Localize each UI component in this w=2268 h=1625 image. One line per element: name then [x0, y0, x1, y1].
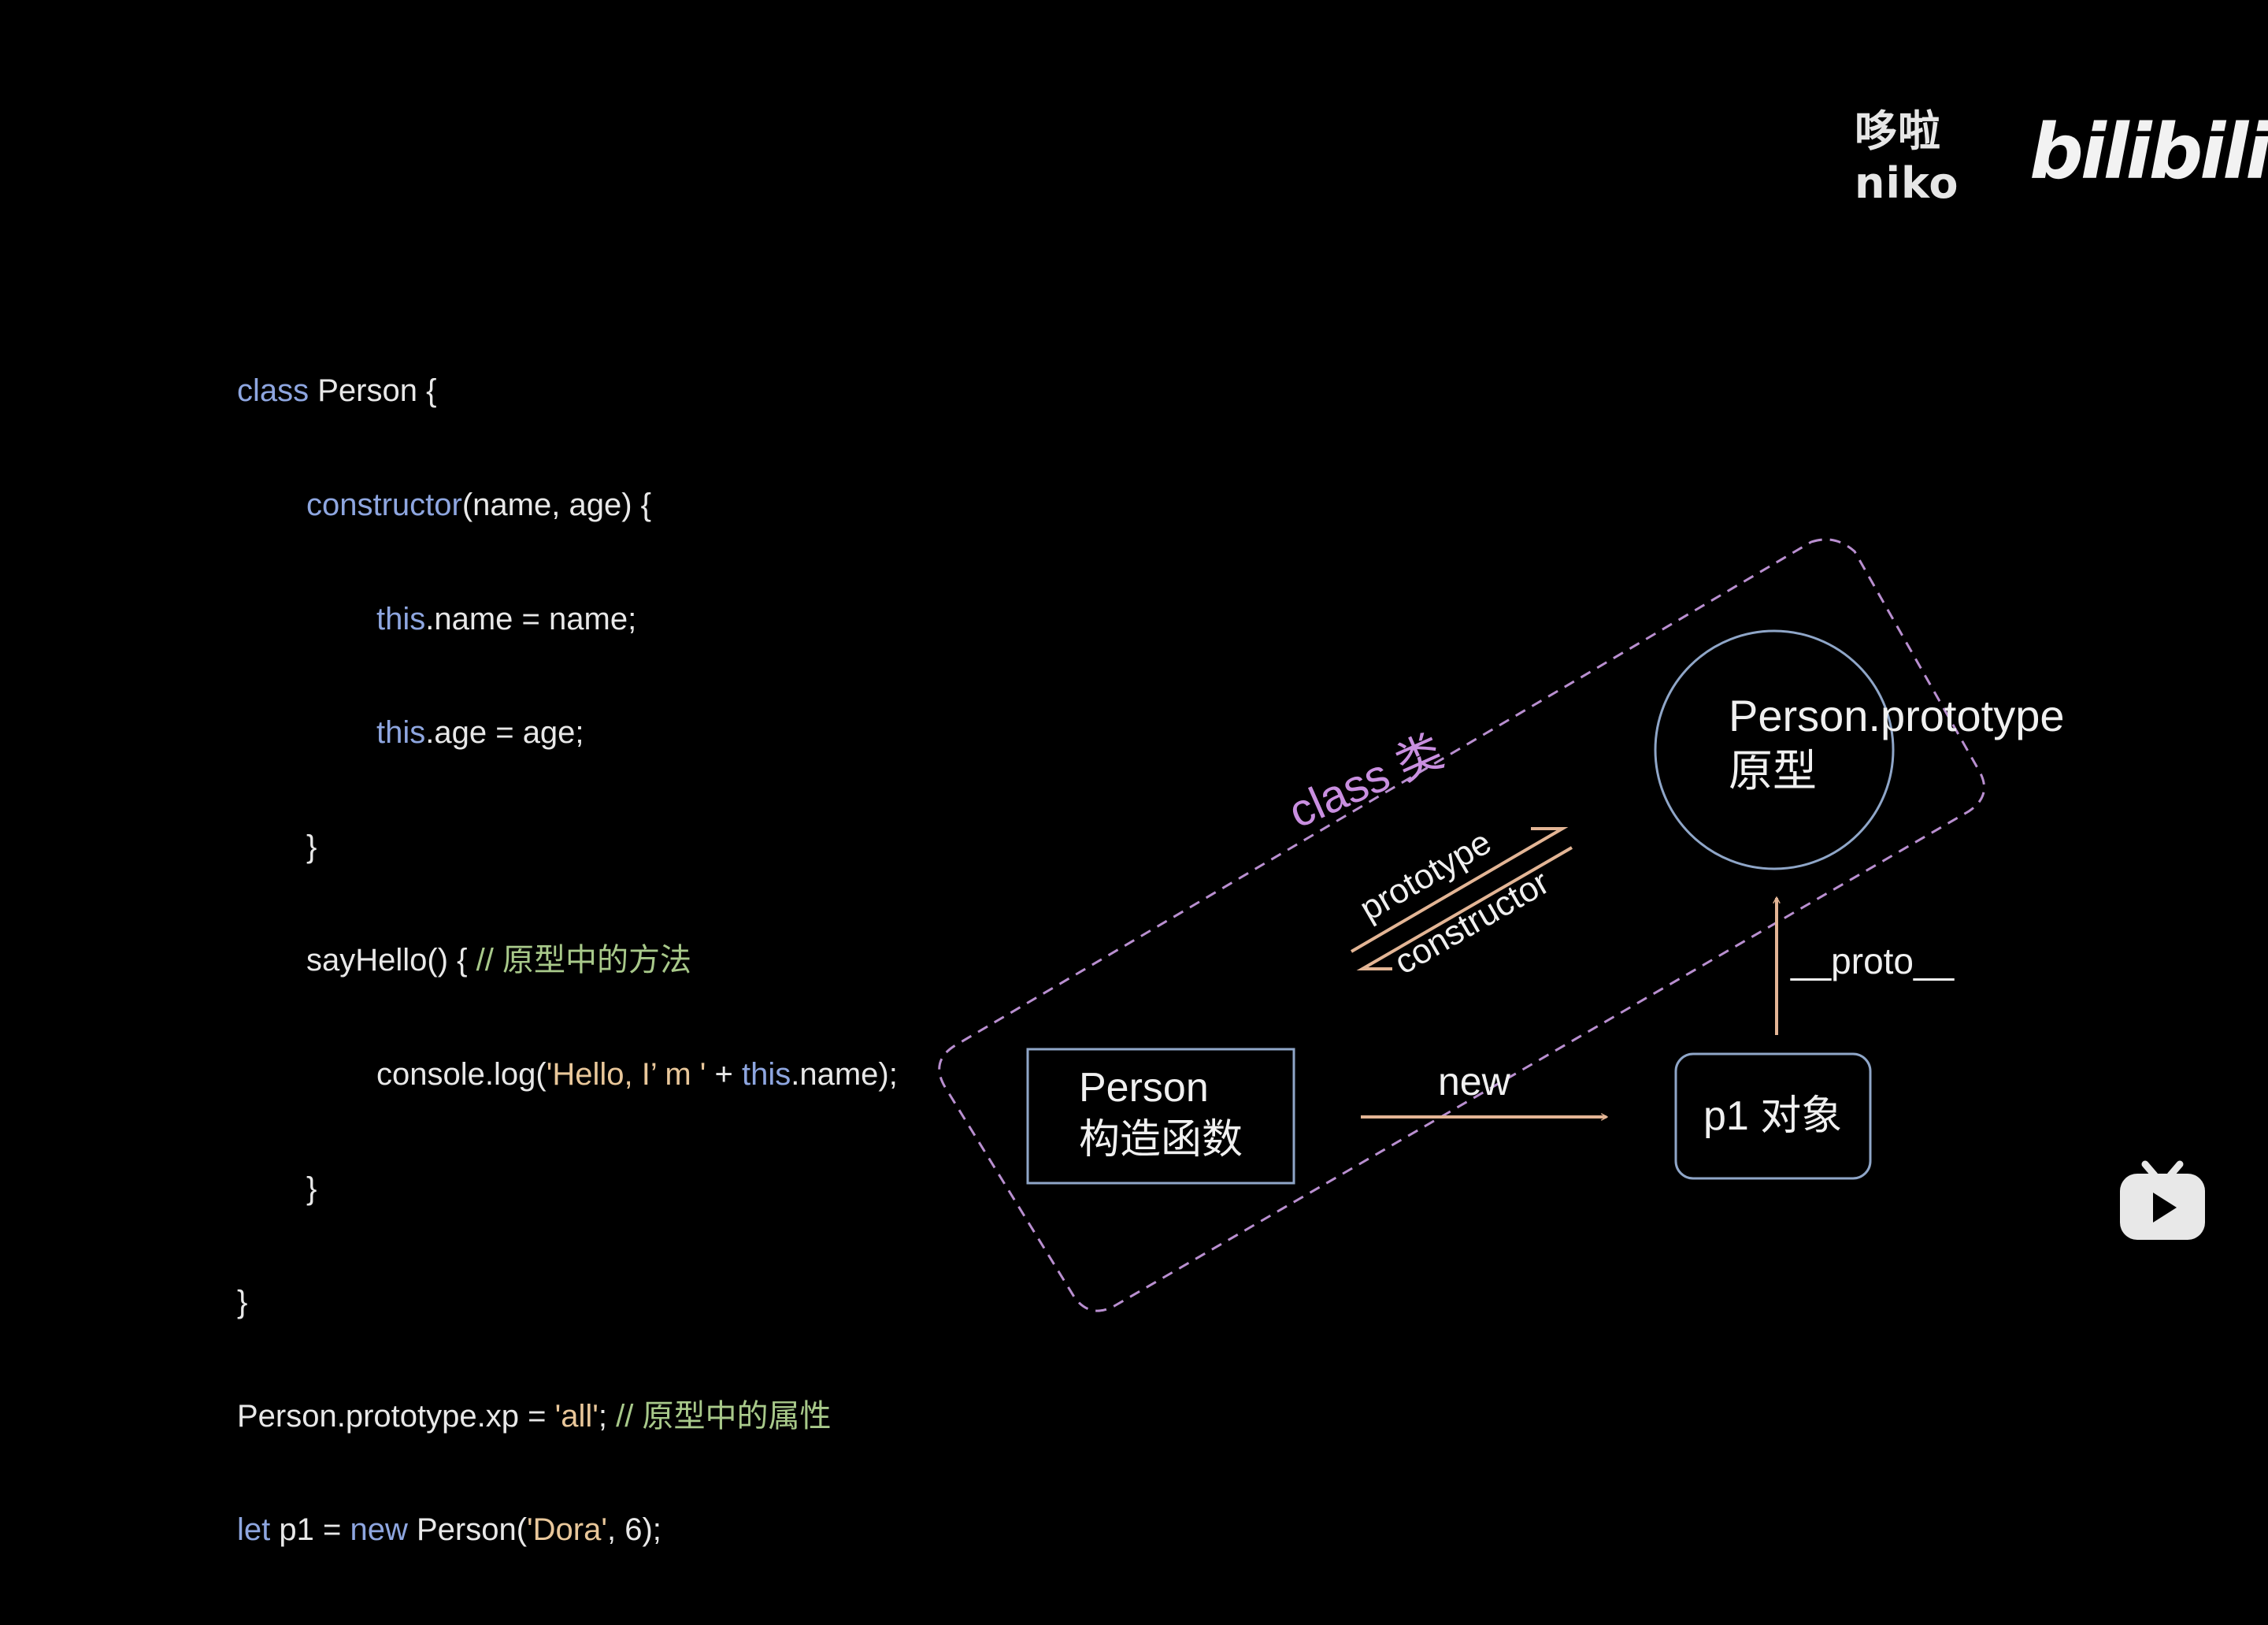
code-line: constructor(name, age) {: [237, 486, 898, 524]
constructor-arrow: [1356, 846, 1573, 970]
prototype-node: [1654, 629, 1895, 870]
new-label: new: [1438, 1059, 1511, 1104]
proto-label: __proto__: [1790, 940, 1955, 981]
code-text: console.log(: [376, 1056, 547, 1092]
prototype-diagram: class 类 Person 构造函数 Person.prototype 原型 …: [938, 538, 2064, 1312]
code-text: p1 =: [270, 1512, 350, 1548]
code-text: Person {: [309, 373, 437, 409]
instance-label: p1 对象: [1703, 1093, 1842, 1139]
class-boundary: [938, 538, 1986, 1312]
code-line: this.age = age;: [237, 714, 898, 751]
prototype-sublabel: 原型: [1729, 746, 1817, 796]
constructor-label: Person: [1079, 1065, 1209, 1111]
code-text: .name);: [791, 1056, 898, 1092]
constructor-sublabel: 构造函数: [1079, 1117, 1243, 1163]
code-text: }: [306, 1171, 317, 1206]
code-text: }: [237, 1285, 248, 1320]
code-keyword: new: [350, 1512, 408, 1548]
code-text: , 6);: [607, 1512, 662, 1548]
code-line: let p1 = new Person('Dora', 6);: [237, 1511, 898, 1549]
code-line: this.name = name;: [237, 600, 898, 638]
code-keyword: constructor: [306, 488, 462, 522]
code-keyword: class: [237, 373, 309, 409]
code-keyword: let: [237, 1512, 271, 1548]
code-string: 'Dora': [527, 1512, 607, 1548]
code-text: ;: [598, 1398, 617, 1434]
code-text: Person(: [407, 1512, 528, 1548]
bilibili-logo: bilibili: [2029, 108, 2268, 196]
instance-node: [1674, 1052, 1872, 1180]
code-text: }: [306, 829, 317, 864]
code-line: console.log('Hello, I’ m ' + this.name);: [237, 1056, 898, 1093]
code-text: (name, age) {: [461, 488, 651, 522]
code-text: .age = age;: [425, 715, 584, 751]
code-line: sayHello() { // 原型中的方法: [237, 941, 898, 979]
code-line: }: [237, 828, 898, 866]
constructor-node: [1026, 1048, 1295, 1185]
bilibili-tv-icon: [2120, 1160, 2205, 1240]
code-line: class Person {: [237, 372, 898, 410]
code-text: +: [706, 1056, 742, 1092]
code-comment: // 原型中的方法: [476, 943, 691, 978]
code-string: 'Hello, I’ m ': [546, 1056, 706, 1092]
code-line: }: [237, 1170, 898, 1208]
class-label: class 类: [1281, 725, 1451, 838]
code-text: .name = name;: [425, 601, 637, 636]
prototype-arrow: [1350, 827, 1569, 953]
code-text: sayHello() {: [306, 943, 476, 978]
code-keyword: this: [376, 715, 426, 751]
prototype-label: Person.prototype: [1729, 691, 2064, 740]
code-keyword: this: [376, 601, 426, 636]
code-keyword: this: [742, 1056, 791, 1092]
code-line: }: [237, 1283, 898, 1321]
author-name: 哆啦niko: [1855, 106, 1959, 208]
slide: 哆啦niko bilibili class Person { construct…: [237, 106, 2268, 1548]
channel-watermark: 哆啦niko bilibili: [1855, 106, 2268, 208]
